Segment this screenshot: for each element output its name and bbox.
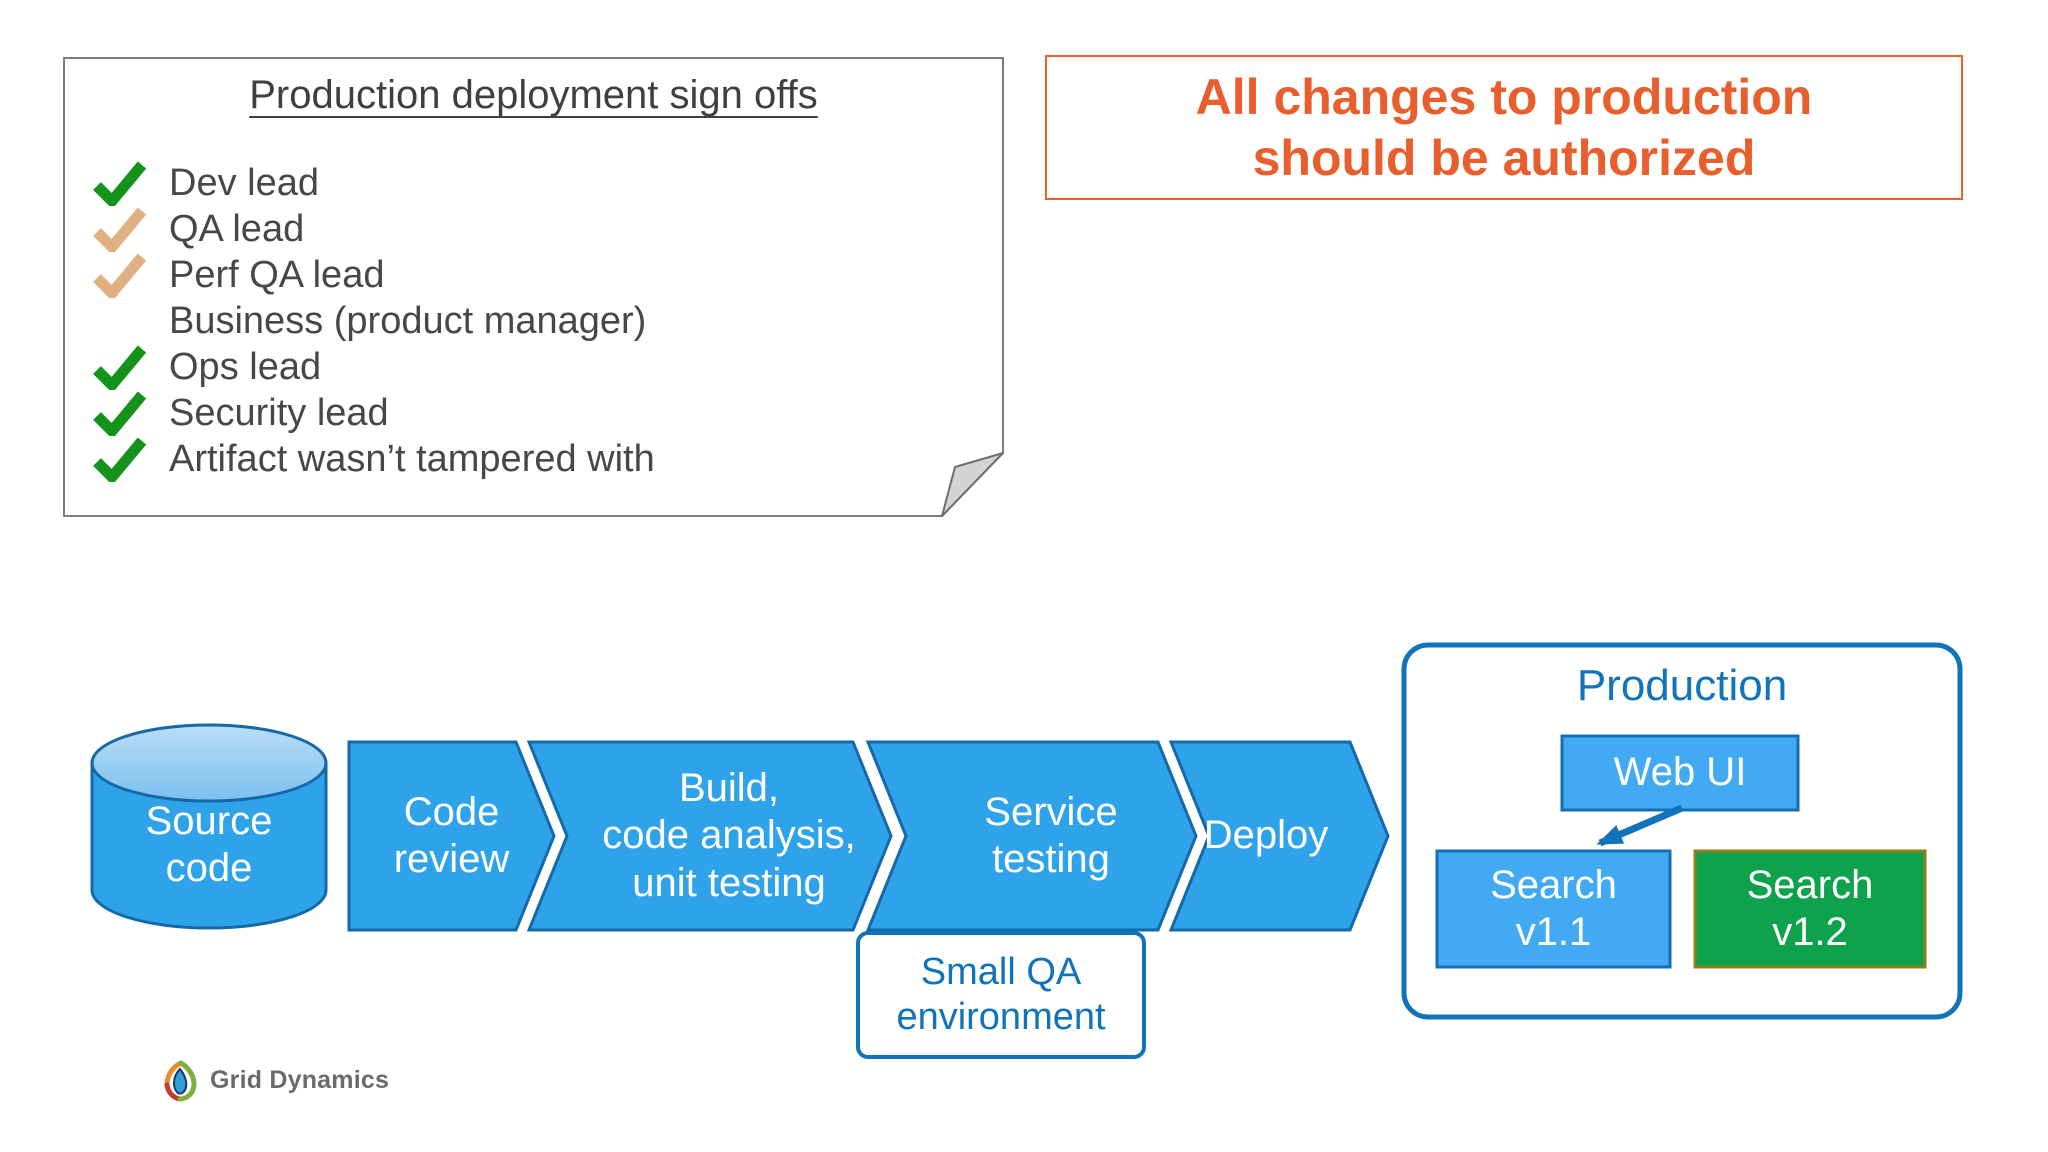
signoff-note: Production deployment sign offs Dev lead… <box>63 57 1004 517</box>
authorization-callout: All changes to production should be auth… <box>1045 55 1963 200</box>
webui-to-search-arrow <box>1596 804 1684 847</box>
source-code-cylinder <box>90 723 328 930</box>
signoff-item-label: Dev lead <box>169 162 319 204</box>
signoff-item-label: Ops lead <box>169 346 322 388</box>
signoff-item: Artifact wasn’t tampered with <box>88 436 655 482</box>
check-cell <box>88 206 152 252</box>
checkmark-icon <box>93 437 147 482</box>
signoff-item: Security lead <box>88 390 655 436</box>
callout-line2: should be authorized <box>1252 129 1756 186</box>
brand-footer: Grid Dynamics <box>160 1058 389 1102</box>
search-v11-box <box>1435 849 1672 969</box>
signoff-list: Dev lead QA lead Perf QA lead <box>88 160 655 482</box>
note-title: Production deployment sign offs <box>249 73 818 117</box>
checkmark-icon <box>93 161 147 206</box>
check-cell <box>88 160 152 206</box>
signoff-item: Dev lead <box>88 160 655 206</box>
check-cell <box>88 436 152 482</box>
signoff-item-label: Business (product manager) <box>169 300 647 342</box>
signoff-item: Perf QA lead <box>88 252 655 298</box>
check-cell <box>88 252 152 298</box>
signoff-item: QA lead <box>88 206 655 252</box>
stage-chevron-code-review <box>347 740 556 932</box>
signoff-item-label: Artifact wasn’t tampered with <box>169 438 655 480</box>
checkmark-icon <box>93 253 147 298</box>
signoff-item: Business (product manager) <box>88 298 655 344</box>
check-cell <box>88 390 152 436</box>
checkmark-icon <box>93 391 147 436</box>
checkmark-icon <box>93 207 147 252</box>
search-v12-box <box>1693 849 1927 969</box>
signoff-item-label: Security lead <box>169 392 389 434</box>
check-cell <box>88 344 152 390</box>
checkmark-icon <box>93 345 147 390</box>
note-folded-corner <box>941 452 1004 517</box>
qa-env-box <box>856 931 1146 1059</box>
stage-chevron-deploy <box>1168 740 1390 932</box>
note-frame <box>63 57 1004 517</box>
stage-chevron-service-testing <box>865 740 1198 932</box>
grid-dynamics-logo-icon <box>164 1060 197 1102</box>
signoff-item: Ops lead <box>88 344 655 390</box>
signoff-item-label: QA lead <box>169 208 305 250</box>
stage-chevron-build <box>526 740 893 932</box>
callout-line1: All changes to production <box>1195 68 1813 125</box>
brand-name: Grid Dynamics <box>210 1065 390 1094</box>
signoff-item-label: Perf QA lead <box>169 254 385 296</box>
web-ui-box <box>1560 734 1800 812</box>
